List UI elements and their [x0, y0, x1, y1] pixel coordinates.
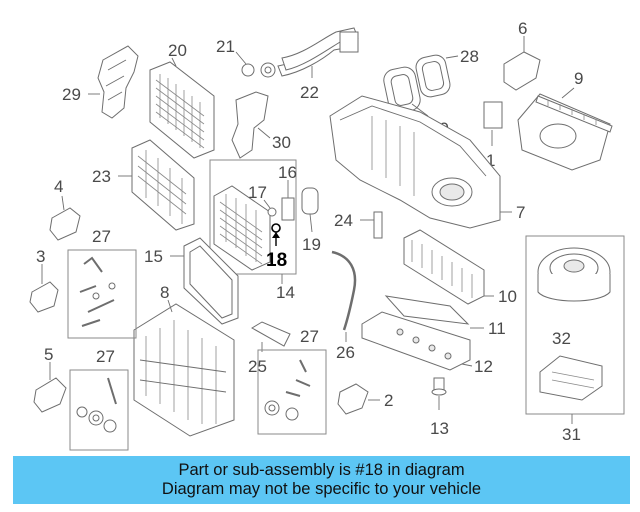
callout-5: 5 [44, 345, 53, 364]
part-10-cabin-filter: 10 [403, 229, 517, 306]
parts-diagram: 29 20 21 22 30 28 29 [29, 19, 625, 451]
blower-group-box: 31 [525, 235, 625, 444]
callout-19: 19 [302, 235, 321, 254]
evaporator-group-box: 14 [209, 159, 297, 302]
callout-2: 2 [384, 391, 393, 410]
part-24-fitting: 24 [334, 211, 383, 239]
callout-6: 6 [518, 19, 527, 38]
part-23-core: 23 [92, 139, 195, 231]
callout-9: 9 [574, 69, 583, 88]
callout-4: 4 [54, 177, 63, 196]
callout-32: 31 [562, 425, 581, 444]
callout-17: 17 [248, 183, 267, 202]
part-31-bracket: 30 [231, 91, 291, 159]
info-banner: Part or sub-assembly is #18 in diagram D… [13, 456, 630, 504]
part-16-valve: 16 [278, 163, 297, 221]
part-5-actuator: 5 [33, 345, 67, 413]
callout-14: 14 [276, 283, 295, 302]
banner-line-1: Part or sub-assembly is #18 in diagram [178, 461, 465, 479]
part-9-cover: 9 [517, 69, 613, 171]
part-25-fitting: 25 [248, 321, 291, 376]
part-19-seal: 19 [301, 187, 321, 254]
part-13-clip: 13 [430, 377, 449, 438]
callout-8: 8 [160, 283, 169, 302]
callout-27b: 27 [96, 347, 115, 366]
part-18-o-ring: 18 [266, 223, 287, 271]
part-evaporator [213, 185, 271, 271]
callout-21: 21 [216, 37, 235, 56]
part-12-cover: 12 [361, 311, 493, 376]
callout-20: 20 [168, 41, 187, 60]
callout-30: 29 [62, 85, 81, 104]
callout-16: 16 [278, 163, 297, 182]
part-2-actuator: 2 [337, 383, 393, 415]
callout-25: 25 [248, 357, 267, 376]
callout-24: 24 [334, 211, 353, 230]
callout-18: 18 [266, 250, 287, 271]
part-20-heater-core: 20 [149, 41, 215, 159]
callout-27a: 27 [92, 227, 111, 246]
part-4-sensor: 4 [49, 177, 81, 241]
callout-28: 28 [460, 47, 479, 66]
callout-7: 7 [516, 203, 525, 222]
kit-box-27-middle: 27 [257, 327, 327, 435]
callout-23: 23 [92, 167, 111, 186]
callout-27c: 27 [300, 327, 319, 346]
callout-1: 1 [486, 151, 495, 170]
part-6-actuator: 6 [503, 19, 541, 91]
callout-11: 11 [488, 319, 506, 338]
part-17-o-ring: 17 [248, 183, 277, 217]
part-30-bracket: 29 [62, 45, 139, 119]
callout-31: 30 [272, 133, 291, 152]
part-blower-motor [537, 247, 611, 302]
part-33-resistor: 32 [539, 329, 603, 401]
part-1-actuator: 1 [483, 101, 503, 170]
part-7-hvac-housing: 7 [329, 95, 525, 229]
part-11-plate: 11 [384, 295, 506, 338]
callout-15: 15 [144, 247, 163, 266]
callout-12: 12 [474, 357, 493, 376]
part-26-hose: 26 [331, 250, 357, 362]
callout-13: 13 [430, 419, 449, 438]
callout-3: 3 [36, 247, 45, 266]
part-15-frame: 15 [144, 237, 239, 325]
kit-box-27-top: 27 [67, 227, 137, 339]
part-28-seal: 28 [415, 47, 479, 98]
part-22-pipes: 22 [277, 27, 359, 102]
callout-26: 26 [336, 343, 355, 362]
callout-33: 32 [552, 329, 571, 348]
kit-box-27-bottom: 27 [69, 347, 129, 451]
banner-line-2: Diagram may not be specific to your vehi… [161, 480, 482, 498]
part-8-lower-housing: 8 [133, 283, 235, 437]
callout-22: 22 [300, 83, 319, 102]
part-3-actuator: 3 [29, 247, 59, 313]
callout-10: 10 [498, 287, 517, 306]
part-21-o-rings: 21 [216, 37, 276, 78]
